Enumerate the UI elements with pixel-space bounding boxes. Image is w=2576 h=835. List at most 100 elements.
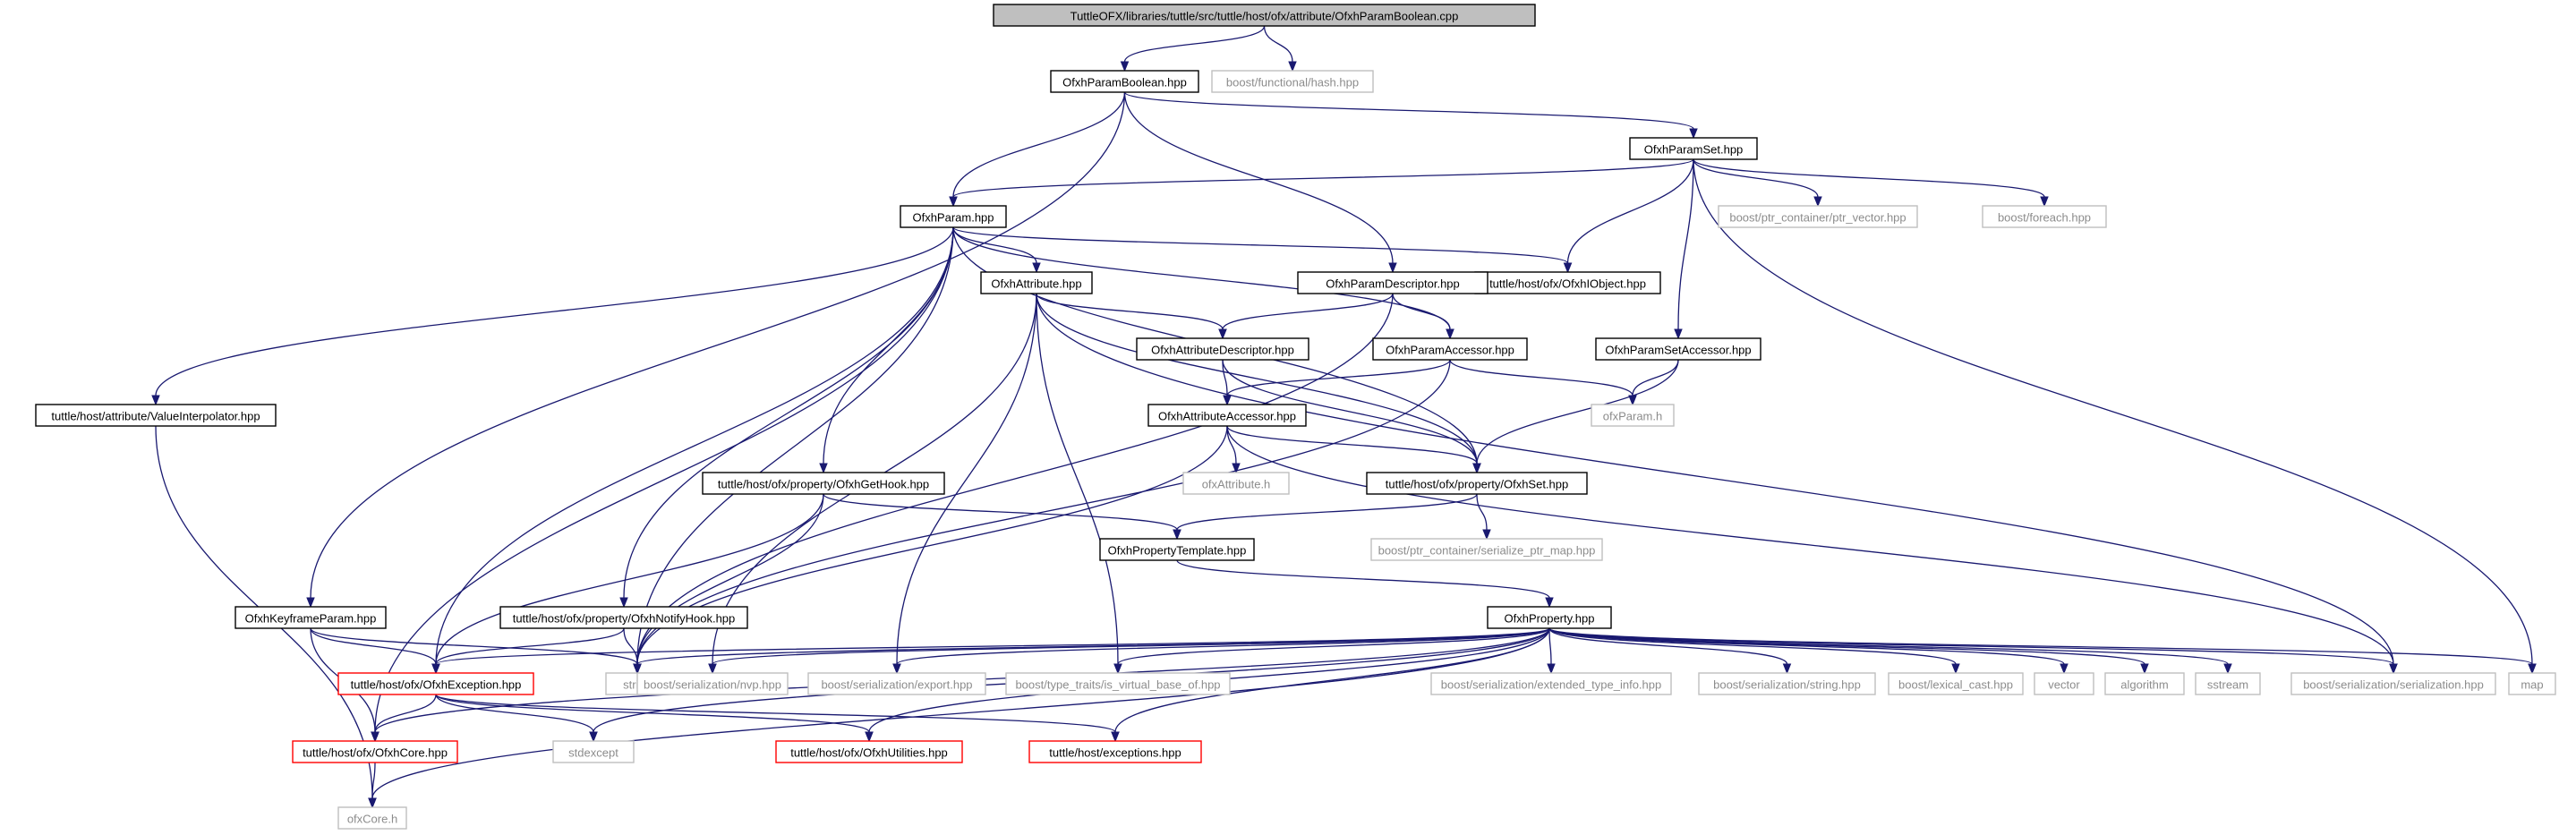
node-kfp[interactable]: OfxhKeyframeParam.hpp bbox=[235, 606, 387, 629]
node-iobj[interactable]: tuttle/host/ofx/OfxhIObject.hpp bbox=[1474, 271, 1661, 294]
node-serial[interactable]: boost/serialization/serialization.hpp bbox=[2290, 672, 2496, 695]
node-label: boost/foreach.hpp bbox=[1998, 211, 2091, 225]
node-label: OfxhAttributeAccessor.hpp bbox=[1158, 410, 1296, 423]
edge-prop-to-ofxcore bbox=[371, 627, 1550, 799]
edge-param-to-gethook bbox=[823, 226, 954, 464]
node-hexc[interactable]: tuttle/host/exceptions.hpp bbox=[1028, 740, 1202, 763]
node-ofxcore[interactable]: ofxCore.h bbox=[337, 806, 407, 830]
node-pdesc[interactable]: OfxhParamDescriptor.hpp bbox=[1297, 271, 1488, 294]
arrowhead-ofxattr bbox=[1232, 463, 1241, 474]
node-stdexcept[interactable]: stdexcept bbox=[552, 740, 635, 763]
edge-pb-to-param bbox=[952, 91, 1126, 198]
node-pset[interactable]: OfxhParamSet.hpp bbox=[1629, 137, 1758, 160]
node-label: tuttle/host/ofx/OfxhCore.hpp bbox=[303, 746, 448, 760]
node-map[interactable]: map bbox=[2508, 672, 2556, 695]
arrowhead-notify bbox=[619, 597, 628, 609]
node-adesc[interactable]: OfxhAttributeDescriptor.hpp bbox=[1136, 337, 1309, 361]
node-box bbox=[1595, 337, 1761, 361]
node-attr[interactable]: OfxhAttribute.hpp bbox=[980, 271, 1093, 294]
node-pacc[interactable]: OfxhParamAccessor.hpp bbox=[1372, 337, 1528, 361]
arrowhead-oset bbox=[1472, 463, 1481, 474]
arrowhead-ptempl bbox=[1173, 529, 1181, 541]
node-lexcast[interactable]: boost/lexical_cast.hpp bbox=[1888, 672, 2024, 695]
node-oset[interactable]: tuttle/host/ofx/property/OfxhSet.hpp bbox=[1366, 472, 1588, 495]
node-box bbox=[1487, 606, 1612, 629]
node-box bbox=[2508, 672, 2556, 695]
node-exc[interactable]: tuttle/host/ofx/OfxhException.hpp bbox=[337, 672, 534, 695]
node-gethook[interactable]: tuttle/host/ofx/property/OfxhGetHook.hpp bbox=[702, 472, 945, 495]
node-param[interactable]: OfxhParam.hpp bbox=[900, 205, 1007, 228]
node-psacc[interactable]: OfxhParamSetAccessor.hpp bbox=[1595, 337, 1761, 361]
edge-prop-to-map bbox=[1548, 627, 2533, 665]
node-pb[interactable]: OfxhParamBoolean.hpp bbox=[1050, 70, 1199, 93]
edge-pset-to-map bbox=[1693, 158, 2533, 665]
node-ptrvec[interactable]: boost/ptr_container/ptr_vector.hpp bbox=[1718, 205, 1918, 228]
edge-notify-to-exc bbox=[435, 627, 625, 665]
edge-exc-to-utils bbox=[435, 694, 870, 733]
node-label: map bbox=[2521, 678, 2543, 692]
node-root[interactable]: TuttleOFX/libraries/tuttle/src/tuttle/ho… bbox=[993, 4, 1536, 27]
node-box bbox=[807, 672, 986, 695]
node-label: OfxhParamBoolean.hpp bbox=[1062, 76, 1187, 89]
arrowhead-psacc bbox=[1674, 328, 1683, 340]
node-ext[interactable]: boost/serialization/extended_type_info.h… bbox=[1430, 672, 1672, 695]
node-box bbox=[1718, 205, 1918, 228]
edge-param-to-attr bbox=[952, 226, 1037, 264]
node-label: stdexcept bbox=[568, 746, 618, 760]
node-aacc[interactable]: OfxhAttributeAccessor.hpp bbox=[1147, 404, 1307, 427]
node-box bbox=[1050, 70, 1199, 93]
node-label: tuttle/host/attribute/ValueInterpolator.… bbox=[51, 410, 260, 423]
arrowhead-pdesc bbox=[1388, 262, 1397, 274]
arrowhead-pacc bbox=[1446, 328, 1454, 340]
edge-param-to-pacc bbox=[952, 226, 1451, 330]
node-notify[interactable]: tuttle/host/ofx/property/OfxhNotifyHook.… bbox=[499, 606, 748, 629]
arrowhead-vinterp bbox=[151, 395, 160, 406]
edge-exc-to-hexc bbox=[435, 694, 1116, 733]
node-label: tuttle/host/ofx/property/OfxhSet.hpp bbox=[1386, 478, 1569, 491]
node-vector[interactable]: vector bbox=[2034, 672, 2094, 695]
edge-param-to-exc bbox=[435, 226, 954, 665]
node-utils[interactable]: tuttle/host/ofx/OfxhUtilities.hpp bbox=[775, 740, 963, 763]
edge-prop-to-sstring bbox=[1548, 627, 1788, 665]
edge-kfp-to-string bbox=[310, 627, 638, 665]
edge-oset-to-ptrmap bbox=[1476, 493, 1488, 531]
arrowhead-pset bbox=[1689, 128, 1698, 140]
node-label: sstream bbox=[2207, 678, 2248, 692]
file-nodes: TuttleOFX/libraries/tuttle/src/tuttle/ho… bbox=[35, 4, 2556, 830]
edge-pset-to-psacc bbox=[1677, 158, 1694, 330]
node-box bbox=[2290, 672, 2496, 695]
node-prop[interactable]: OfxhProperty.hpp bbox=[1487, 606, 1612, 629]
node-hash[interactable]: boost/functional/hash.hpp bbox=[1211, 70, 1374, 93]
node-box bbox=[1370, 538, 1603, 561]
node-label: tuttle/host/ofx/OfxhIObject.hpp bbox=[1489, 277, 1646, 291]
arrowhead-aacc bbox=[1223, 395, 1232, 406]
arrowhead-core bbox=[371, 731, 380, 743]
node-algorithm[interactable]: algorithm bbox=[2104, 672, 2185, 695]
node-nvp[interactable]: boost/serialization/nvp.hpp bbox=[636, 672, 789, 695]
arrowhead-string bbox=[633, 663, 642, 675]
arrowhead-sstream bbox=[2223, 663, 2232, 675]
node-box bbox=[1005, 672, 1231, 695]
node-export[interactable]: boost/serialization/export.hpp bbox=[807, 672, 986, 695]
node-box bbox=[1888, 672, 2024, 695]
node-label: boost/ptr_container/ptr_vector.hpp bbox=[1729, 211, 1906, 225]
edge-prop-to-ext bbox=[1548, 627, 1552, 665]
arrowhead-sstring bbox=[1782, 663, 1792, 675]
node-ptempl[interactable]: OfxhPropertyTemplate.hpp bbox=[1099, 538, 1255, 561]
node-label: ofxParam.h bbox=[1603, 410, 1662, 423]
node-sstream[interactable]: sstream bbox=[2195, 672, 2261, 695]
node-ptrmap[interactable]: boost/ptr_container/serialize_ptr_map.hp… bbox=[1370, 538, 1603, 561]
node-sstring[interactable]: boost/serialization/string.hpp bbox=[1698, 672, 1876, 695]
node-core[interactable]: tuttle/host/ofx/OfxhCore.hpp bbox=[292, 740, 458, 763]
arrowhead-adesc bbox=[1218, 328, 1227, 340]
node-ofxparam[interactable]: ofxParam.h bbox=[1591, 404, 1675, 427]
edge-root-to-hash bbox=[1263, 25, 1293, 63]
node-label: boost/lexical_cast.hpp bbox=[1898, 678, 2013, 692]
node-virt[interactable]: boost/type_traits/is_virtual_base_of.hpp bbox=[1005, 672, 1231, 695]
node-box bbox=[1366, 472, 1588, 495]
node-vinterp[interactable]: tuttle/host/attribute/ValueInterpolator.… bbox=[35, 404, 277, 427]
edge-param-to-string bbox=[636, 226, 954, 665]
node-ofxattr[interactable]: ofxAttribute.h bbox=[1182, 472, 1290, 495]
node-box bbox=[636, 672, 789, 695]
node-foreach[interactable]: boost/foreach.hpp bbox=[1982, 205, 2107, 228]
